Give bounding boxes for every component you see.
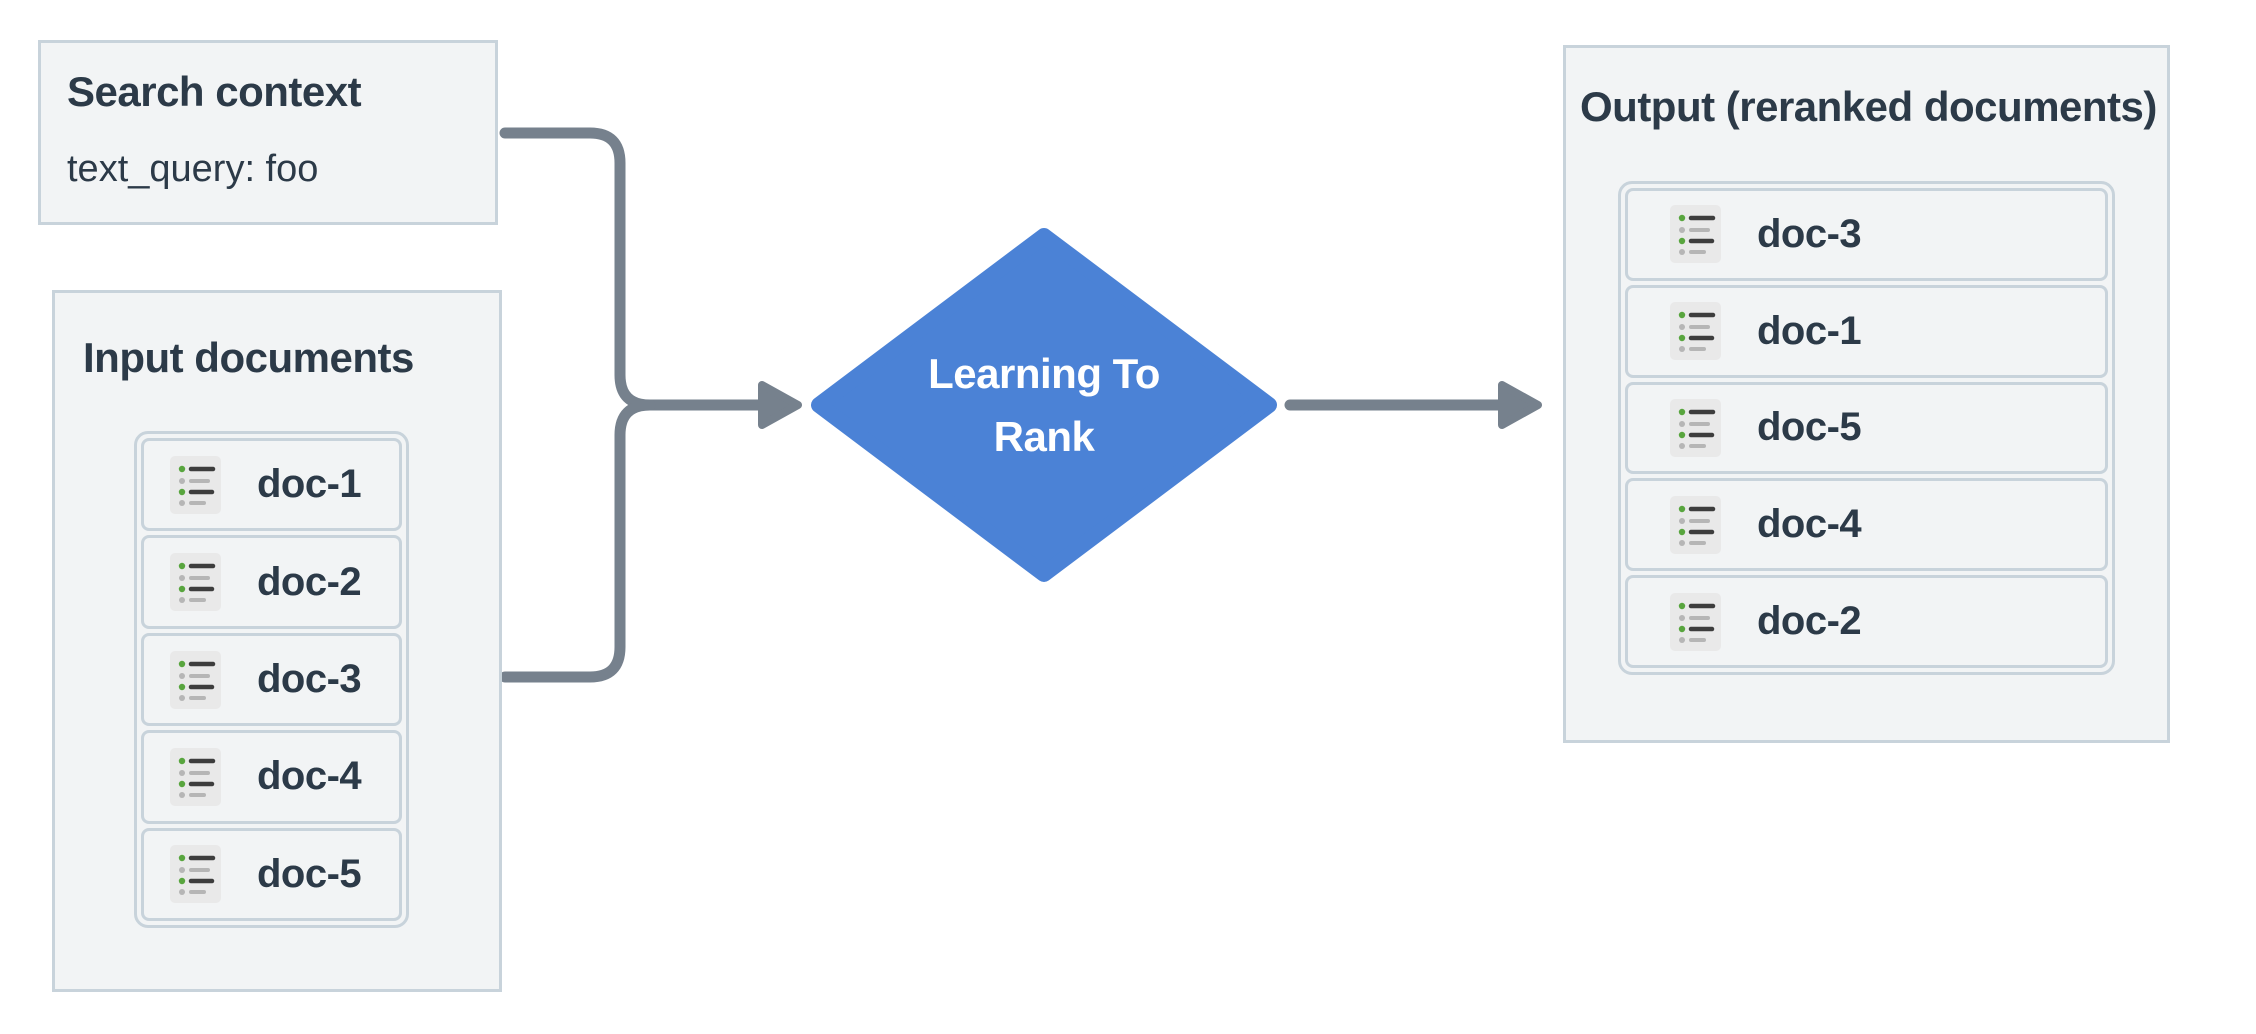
- doc-item-label: doc-2: [257, 559, 362, 604]
- search-context-box: Search context text_query: foo: [38, 40, 498, 225]
- doc-item-label: doc-4: [1757, 502, 1862, 547]
- document-list-icon: [170, 553, 221, 612]
- output-doc-list: doc-3 doc-1: [1618, 181, 2115, 675]
- arrowhead-into-diamond-icon: [758, 381, 802, 429]
- doc-item-label: doc-2: [1757, 599, 1862, 644]
- document-list-icon: [170, 455, 221, 514]
- search-context-title: Search context: [67, 68, 362, 115]
- connector-input-to-merge: [499, 399, 656, 683]
- doc-item: doc-1: [1625, 284, 2108, 378]
- output-documents-box: Output (reranked documents): [1563, 45, 2170, 743]
- doc-item-label: doc-1: [257, 462, 362, 507]
- output-documents-title: Output (reranked documents): [1580, 83, 2157, 130]
- doc-item: doc-5: [1625, 381, 2108, 475]
- doc-item: doc-3: [1625, 188, 2108, 281]
- document-list-icon: [1670, 302, 1721, 361]
- document-list-icon: [170, 747, 221, 806]
- doc-item-label: doc-1: [1757, 308, 1862, 353]
- doc-item-label: doc-3: [257, 657, 362, 702]
- doc-item-label: doc-5: [257, 851, 362, 896]
- input-documents-title: Input documents: [83, 334, 414, 381]
- doc-item-label: doc-5: [1757, 405, 1862, 450]
- doc-item: doc-4: [141, 730, 402, 824]
- learning-to-rank-diamond: [811, 228, 1277, 582]
- connector-search-to-merge: [499, 127, 768, 411]
- doc-item: doc-5: [141, 827, 402, 922]
- diamond-label-line2: Rank: [993, 413, 1095, 460]
- arrowhead-into-output-icon: [1498, 381, 1542, 429]
- search-query-text: text_query: foo: [67, 148, 319, 190]
- doc-item: doc-2: [1625, 575, 2108, 668]
- document-list-icon: [1670, 495, 1721, 554]
- doc-item-label: doc-3: [1757, 211, 1862, 256]
- doc-item: doc-3: [141, 632, 402, 727]
- document-list-icon: [170, 845, 221, 904]
- document-list-icon: [170, 650, 221, 709]
- document-list-icon: [1670, 592, 1721, 651]
- doc-item: doc-4: [1625, 478, 2108, 572]
- input-documents-box: Input documents doc-1: [52, 290, 502, 992]
- doc-item: doc-1: [141, 438, 402, 532]
- doc-item: doc-2: [141, 535, 402, 629]
- diamond-label: Learning To Rank: [811, 230, 1277, 580]
- diamond-label-line1: Learning To: [928, 350, 1160, 397]
- input-doc-list: doc-1 doc-2: [134, 431, 409, 928]
- document-list-icon: [1670, 205, 1721, 264]
- document-list-icon: [1670, 398, 1721, 457]
- doc-item-label: doc-4: [257, 754, 362, 799]
